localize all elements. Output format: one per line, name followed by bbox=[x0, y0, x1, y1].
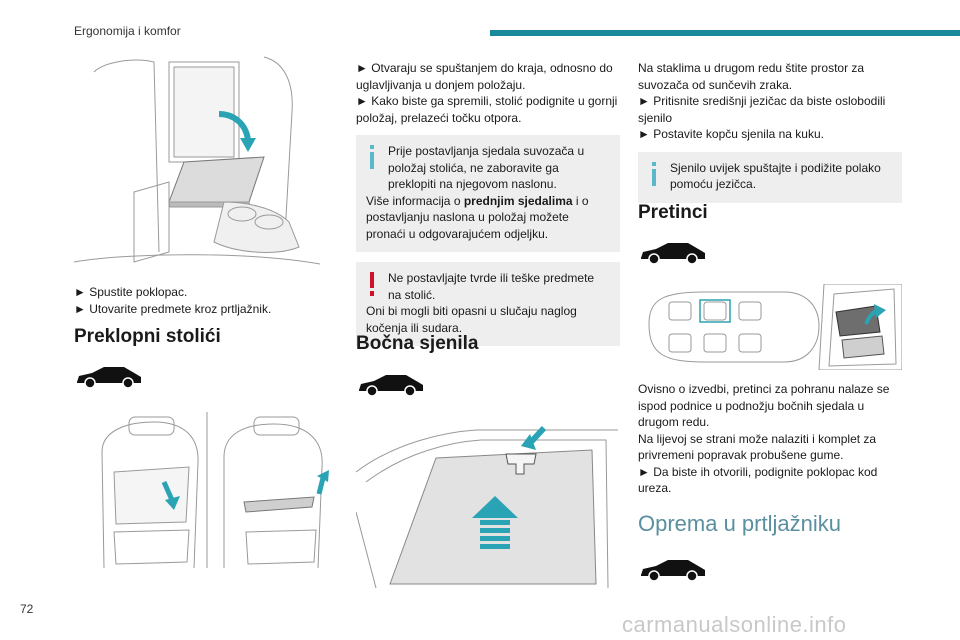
step-text: ► Postavite kopču sjenila na kuku. bbox=[638, 127, 824, 141]
running-header: Ergonomija i komfor bbox=[74, 24, 181, 38]
info-note-table: Prije postavljanja sjedala suvozača u po… bbox=[356, 135, 620, 252]
note-text: Oni bi mogli biti opasni u slučaju naglo… bbox=[366, 304, 577, 335]
info-icon bbox=[370, 145, 374, 169]
col3-blind-text: Na staklima u drugom redu štite prostor … bbox=[638, 60, 902, 143]
side-blind-illustration bbox=[356, 412, 618, 588]
note-text: Ne postavljajte tvrde ili teške predmete… bbox=[388, 271, 595, 302]
step-text: ► Da biste ih otvorili, podignite poklop… bbox=[638, 464, 878, 496]
step-text: ► Spustite poklopac. bbox=[74, 285, 188, 299]
car-silhouette-icon bbox=[359, 375, 423, 397]
storage-compartments-illustration bbox=[644, 284, 902, 370]
armrest-table-illustration bbox=[74, 52, 320, 274]
page-number: 72 bbox=[20, 602, 34, 616]
note-text: Prije postavljanja sjedala suvozača u po… bbox=[388, 144, 585, 191]
watermark: carmanualsonline.info bbox=[622, 612, 847, 637]
note-link-text: prednjim sjedalima bbox=[463, 193, 573, 208]
intro-text: Na staklima u drugom redu štite prostor … bbox=[638, 61, 865, 92]
warning-note-table: Ne postavljajte tvrde ili teške predmete… bbox=[356, 262, 620, 346]
col1-steps: ► Spustite poklopac. ► Utovarite predmet… bbox=[74, 284, 324, 317]
info-note-blind: Sjenilo uvijek spuštajte i podižite pola… bbox=[638, 151, 902, 203]
seatback-tables-illustration bbox=[74, 412, 340, 568]
step-text: ► Kako biste ga spremili, stolić podigni… bbox=[356, 94, 618, 125]
body-text: Ovisno o izvedbi, pretinci za pohranu na… bbox=[638, 382, 890, 429]
col2-steps: ► Otvaraju se spuštanjem do kraja, odnos… bbox=[356, 60, 620, 126]
car-silhouette-icon bbox=[641, 243, 705, 265]
car-silhouette-icon bbox=[77, 367, 141, 389]
warning-icon bbox=[370, 272, 374, 296]
car-silhouette-icon bbox=[641, 560, 705, 582]
step-text: ► Utovarite predmete kroz prtljažnik. bbox=[74, 301, 272, 316]
step-text: ► Otvaraju se spuštanjem do kraja, odnos… bbox=[356, 61, 613, 92]
header-accent-bar bbox=[490, 30, 960, 36]
body-text: Na lijevoj se strani može nalaziti i kom… bbox=[638, 431, 877, 463]
note-text: Sjenilo uvijek spuštajte i podižite pola… bbox=[670, 160, 881, 192]
note-text: Više informacija o prednjim sjedalima i … bbox=[366, 193, 589, 241]
heading-folding-tables: Preklopni stolići bbox=[74, 326, 221, 347]
col3-compartments-text: Ovisno o izvedbi, pretinci za pohranu na… bbox=[638, 381, 902, 497]
heading-compartments: Pretinci bbox=[638, 202, 708, 223]
heading-side-blinds: Bočna sjenila bbox=[356, 333, 479, 354]
heading-trunk-equipment: Oprema u prtljažniku bbox=[638, 511, 841, 536]
step-text: ► Pritisnite središnji jezičac da biste … bbox=[638, 94, 886, 125]
info-icon bbox=[652, 161, 656, 186]
